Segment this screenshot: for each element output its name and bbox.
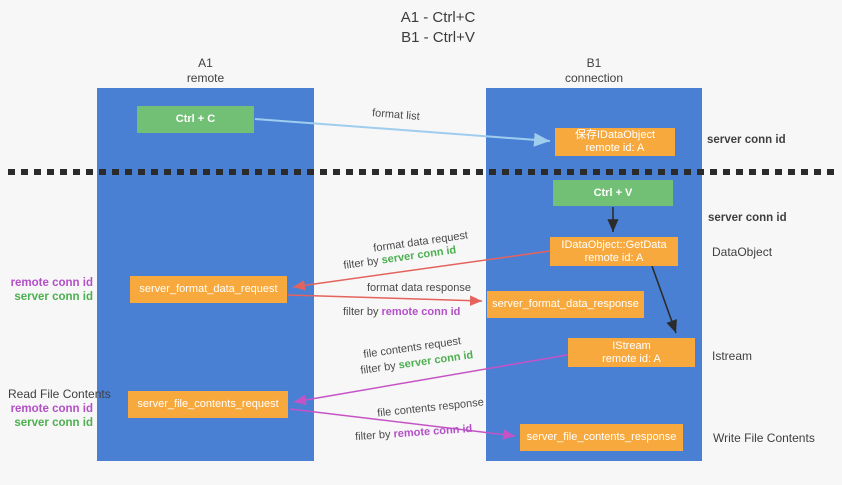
arrow-format-data-response	[287, 294, 483, 306]
node-format-response-label: server_format_data_response	[492, 298, 639, 310]
filter-prefix: filter by	[343, 306, 379, 318]
node-ctrl-c-label: Ctrl + C	[175, 113, 216, 125]
annotation-istream: Istream	[712, 349, 753, 363]
filter-id-remote-conn: remote conn id	[381, 306, 461, 318]
node-ctrl-c: Ctrl + C	[137, 106, 254, 133]
annotation-dataobject: DataObject	[712, 245, 773, 259]
filter-id-remote-conn: remote conn id	[393, 422, 473, 441]
node-istream: IStream remote id: A	[568, 338, 695, 367]
annotation-file-conn-ids: remote conn id server conn id	[0, 402, 93, 430]
lane-a1-role: remote	[186, 71, 225, 85]
annotation-server-conn-id-mid: server conn id	[708, 212, 787, 224]
lane-a1-name: A1	[198, 56, 213, 70]
edge-label-format-list: format list	[372, 107, 420, 123]
filter-prefix: filter by	[354, 428, 391, 444]
node-file-response-label: server_file_contents_response	[526, 431, 677, 443]
lane-b1-name: B1	[586, 56, 602, 70]
dotted-separator	[8, 169, 840, 175]
title-line-ctrl-c: A1 - Ctrl+C	[400, 9, 476, 26]
diagram-title: A1 - Ctrl+C B1 - Ctrl+V	[34, 8, 842, 48]
title-line-ctrl-v: B1 - Ctrl+V	[401, 29, 475, 46]
edge-filter-remote-conn-id-1: filter by remote conn id	[343, 306, 460, 318]
edge-label-file-contents-response: file contents response	[377, 396, 485, 419]
lane-header-a1: A1 remote	[97, 56, 314, 86]
annotation-write-file-contents: Write File Contents	[713, 431, 815, 445]
annotation-remote-conn-id: remote conn id	[10, 403, 93, 415]
node-server-format-data-response: server_format_data_response	[487, 291, 644, 318]
format-data-response-text: format data response	[367, 282, 471, 294]
filter-prefix: filter by	[359, 360, 397, 377]
file-contents-response-text: file contents response	[376, 396, 485, 420]
node-istream-label: IStream	[612, 339, 651, 352]
node-getdata-label: IDataObject::GetData	[561, 238, 667, 251]
lane-b1-role: connection	[564, 71, 624, 85]
node-istream-remote-id: remote id: A	[602, 352, 661, 365]
node-save-idataobject-remote-id: remote id: A	[585, 142, 645, 154]
annotation-server-conn-id: server conn id	[14, 417, 93, 429]
node-save-idataobject: 保存IDataObject remote id: A	[555, 128, 675, 156]
filter-prefix: filter by	[342, 255, 380, 272]
edge-filter-remote-conn-id-2: filter by remote conn id	[355, 423, 473, 443]
node-idataobject-getdata: IDataObject::GetData remote id: A	[550, 237, 678, 266]
lane-header-b1: B1 connection	[486, 56, 702, 86]
node-ctrl-v-label: Ctrl + V	[593, 186, 633, 199]
node-getdata-remote-id: remote id: A	[584, 251, 644, 264]
annotation-format-conn-ids: remote conn id server conn id	[0, 276, 93, 304]
annotation-server-conn-id: server conn id	[14, 291, 93, 303]
annotation-read-file-contents: Read File Contents	[8, 387, 111, 401]
node-server-file-contents-request: server_file_contents_request	[128, 391, 288, 418]
node-file-request-label: server_file_contents_request	[137, 398, 279, 410]
node-save-idataobject-label: 保存IDataObject	[574, 129, 656, 141]
node-format-request-label: server_format_data_request	[139, 283, 278, 295]
node-ctrl-v: Ctrl + V	[553, 180, 673, 206]
node-server-format-data-request: server_format_data_request	[130, 276, 287, 303]
annotation-server-conn-id-top: server conn id	[707, 134, 786, 146]
edge-label-format-data-response: format data response	[367, 282, 471, 294]
annotation-remote-conn-id: remote conn id	[10, 277, 93, 289]
node-server-file-contents-response: server_file_contents_response	[520, 424, 683, 451]
format-list-text: format list	[371, 107, 421, 123]
